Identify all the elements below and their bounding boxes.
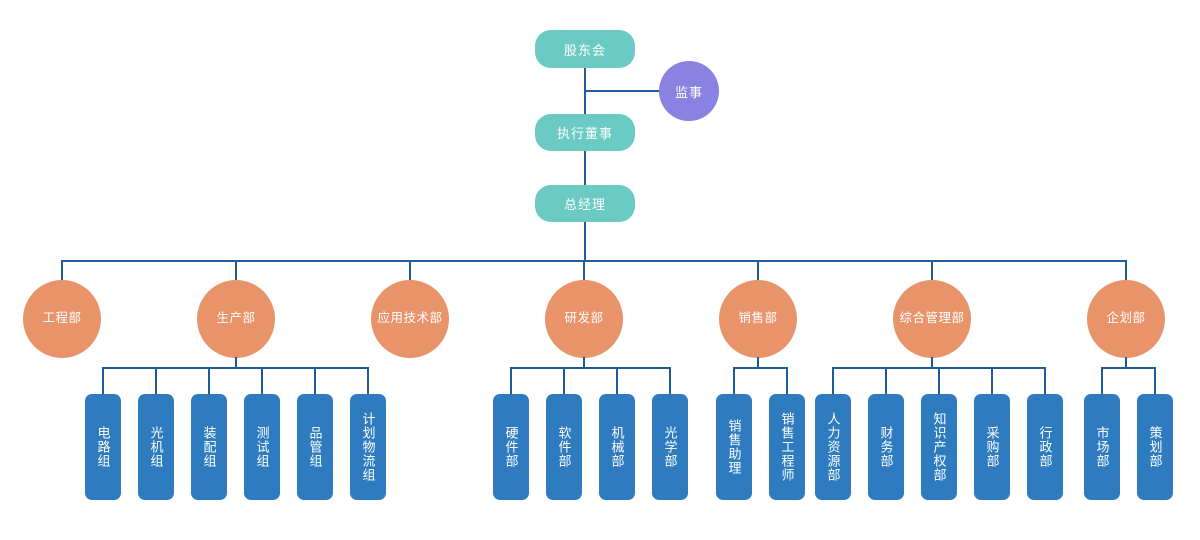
connector-bus-to-general-management	[931, 260, 933, 280]
subbus-planning	[1102, 367, 1155, 369]
connector-production-to-sub-0	[102, 367, 104, 395]
subunit-label: 财务部	[878, 426, 894, 468]
subbus-sales	[734, 367, 787, 369]
connector-rd-to-sub-1	[563, 367, 565, 395]
subunit-label: 品管组	[307, 426, 323, 468]
subbus-research-development	[511, 367, 670, 369]
subbus-production	[103, 367, 368, 369]
connector-director-to-gm	[584, 151, 586, 185]
subunit-label: 市场部	[1094, 426, 1110, 468]
subunit-box[interactable]: 软件部	[546, 394, 582, 500]
department-research-development[interactable]: 研发部	[545, 280, 623, 358]
subunit-box[interactable]: 光机组	[138, 394, 174, 500]
connector-bus-to-sales	[757, 260, 759, 280]
node-shareholders-label: 股东会	[563, 42, 606, 58]
subunit-box[interactable]: 采购部	[974, 394, 1010, 500]
node-supervisor-label: 监事	[674, 84, 703, 100]
connector-gm-dept-to-sub-3	[991, 367, 993, 395]
connector-gm-dept-to-sub-4	[1044, 367, 1046, 395]
connector-gm-to-main-bus	[584, 222, 586, 260]
subunit-box[interactable]: 装配组	[191, 394, 227, 500]
department-planning-label: 企划部	[1106, 311, 1146, 326]
node-executive-director[interactable]: 执行董事	[535, 114, 635, 151]
subunit-box[interactable]: 策划部	[1137, 394, 1173, 500]
subunit-box[interactable]: 测试组	[244, 394, 280, 500]
department-sales[interactable]: 销售部	[719, 280, 797, 358]
subunit-label: 机械部	[609, 426, 625, 468]
department-engineering-label: 工程部	[42, 311, 82, 326]
node-general-manager-label: 总经理	[563, 197, 606, 212]
department-general-management[interactable]: 综合管理部	[893, 280, 971, 358]
department-application-technology-label: 应用技术部	[377, 311, 443, 326]
subunit-box[interactable]: 机械部	[599, 394, 635, 500]
subunit-box[interactable]: 行政部	[1027, 394, 1063, 500]
connector-rd-stem	[583, 357, 585, 368]
connector-bus-to-planning	[1125, 260, 1127, 280]
subunit-box[interactable]: 人力资源部	[815, 394, 851, 500]
connector-planning-to-sub-1	[1154, 367, 1156, 395]
connector-gm-dept-to-sub-2	[938, 367, 940, 395]
department-application-technology[interactable]: 应用技术部	[371, 280, 449, 358]
node-supervisor[interactable]: 监事	[659, 61, 719, 121]
connector-to-supervisor	[584, 90, 660, 92]
subunit-box[interactable]: 知识产权部	[921, 394, 957, 500]
subunit-box[interactable]: 销售助理	[716, 394, 752, 500]
department-research-development-label: 研发部	[564, 311, 604, 326]
connector-rd-to-sub-2	[616, 367, 618, 395]
subunit-label: 销售工程师	[779, 412, 795, 482]
subunit-label: 硬件部	[503, 426, 519, 468]
connector-production-to-sub-5	[367, 367, 369, 395]
subunit-label: 光学部	[662, 426, 678, 468]
subunit-label: 计划物流组	[360, 412, 376, 482]
subunit-label: 光机组	[148, 426, 164, 468]
connector-production-stem	[235, 357, 237, 368]
subunit-label: 测试组	[254, 426, 270, 468]
connector-production-to-sub-2	[208, 367, 210, 395]
connector-gm-dept-stem	[931, 357, 933, 368]
department-sales-label: 销售部	[738, 311, 778, 326]
node-shareholders[interactable]: 股东会	[535, 30, 635, 68]
subunit-box[interactable]: 品管组	[297, 394, 333, 500]
subunit-label: 人力资源部	[825, 412, 841, 482]
main-department-bus	[62, 260, 1127, 262]
subunit-label: 软件部	[556, 426, 572, 468]
connector-rd-to-sub-0	[510, 367, 512, 395]
subunit-box[interactable]: 硬件部	[493, 394, 529, 500]
connector-sales-stem	[757, 357, 759, 368]
subunit-box[interactable]: 电路组	[85, 394, 121, 500]
subunit-label: 采购部	[984, 426, 1000, 468]
subunit-box[interactable]: 光学部	[652, 394, 688, 500]
subunit-label: 装配组	[201, 426, 217, 468]
subunit-box[interactable]: 市场部	[1084, 394, 1120, 500]
connector-gm-dept-to-sub-0	[832, 367, 834, 395]
node-executive-director-label: 执行董事	[556, 126, 613, 141]
connector-sales-to-sub-1	[786, 367, 788, 395]
subunit-label: 销售助理	[726, 419, 742, 475]
connector-planning-stem	[1125, 357, 1127, 368]
subunit-label: 知识产权部	[931, 412, 947, 482]
department-general-management-label: 综合管理部	[899, 311, 965, 326]
department-production-label: 生产部	[216, 311, 256, 326]
department-production[interactable]: 生产部	[197, 280, 275, 358]
department-planning[interactable]: 企划部	[1087, 280, 1165, 358]
subunit-label: 策划部	[1147, 426, 1163, 468]
subunit-box[interactable]: 计划物流组	[350, 394, 386, 500]
connector-planning-to-sub-0	[1101, 367, 1103, 395]
connector-production-to-sub-3	[261, 367, 263, 395]
connector-rd-to-sub-3	[669, 367, 671, 395]
connector-production-to-sub-1	[155, 367, 157, 395]
department-engineering[interactable]: 工程部	[23, 280, 101, 358]
connector-production-to-sub-4	[314, 367, 316, 395]
connector-bus-to-production	[235, 260, 237, 280]
subunit-label: 电路组	[95, 426, 111, 468]
connector-bus-to-application-technology	[409, 260, 411, 280]
subunit-box[interactable]: 销售工程师	[769, 394, 805, 500]
subunit-box[interactable]: 财务部	[868, 394, 904, 500]
connector-gm-dept-to-sub-1	[885, 367, 887, 395]
subunit-label: 行政部	[1037, 426, 1053, 468]
connector-bus-to-research-development	[583, 260, 585, 280]
node-general-manager[interactable]: 总经理	[535, 185, 635, 222]
connector-bus-to-engineering	[61, 260, 63, 280]
connector-sales-to-sub-0	[733, 367, 735, 395]
